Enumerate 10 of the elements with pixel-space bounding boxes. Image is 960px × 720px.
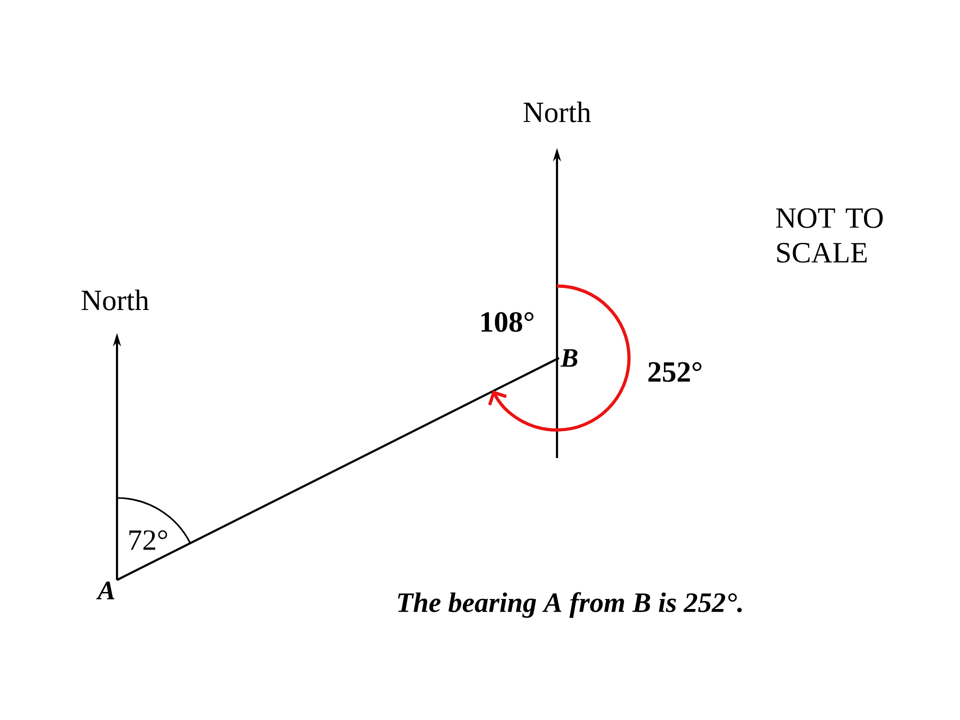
angle-label: 72° xyxy=(129,530,168,550)
scale-note: NOT TO SCALE xyxy=(776,208,883,263)
line-segment xyxy=(116,357,560,581)
compass-label: North xyxy=(524,102,591,122)
compass-label: North xyxy=(82,290,149,310)
point-label: B xyxy=(560,349,578,367)
point-label: A xyxy=(96,582,114,600)
angle-label: 252° xyxy=(648,362,702,382)
angle-label: 108° xyxy=(481,312,534,332)
caption: The bearing A from B is 252°. xyxy=(398,592,742,618)
